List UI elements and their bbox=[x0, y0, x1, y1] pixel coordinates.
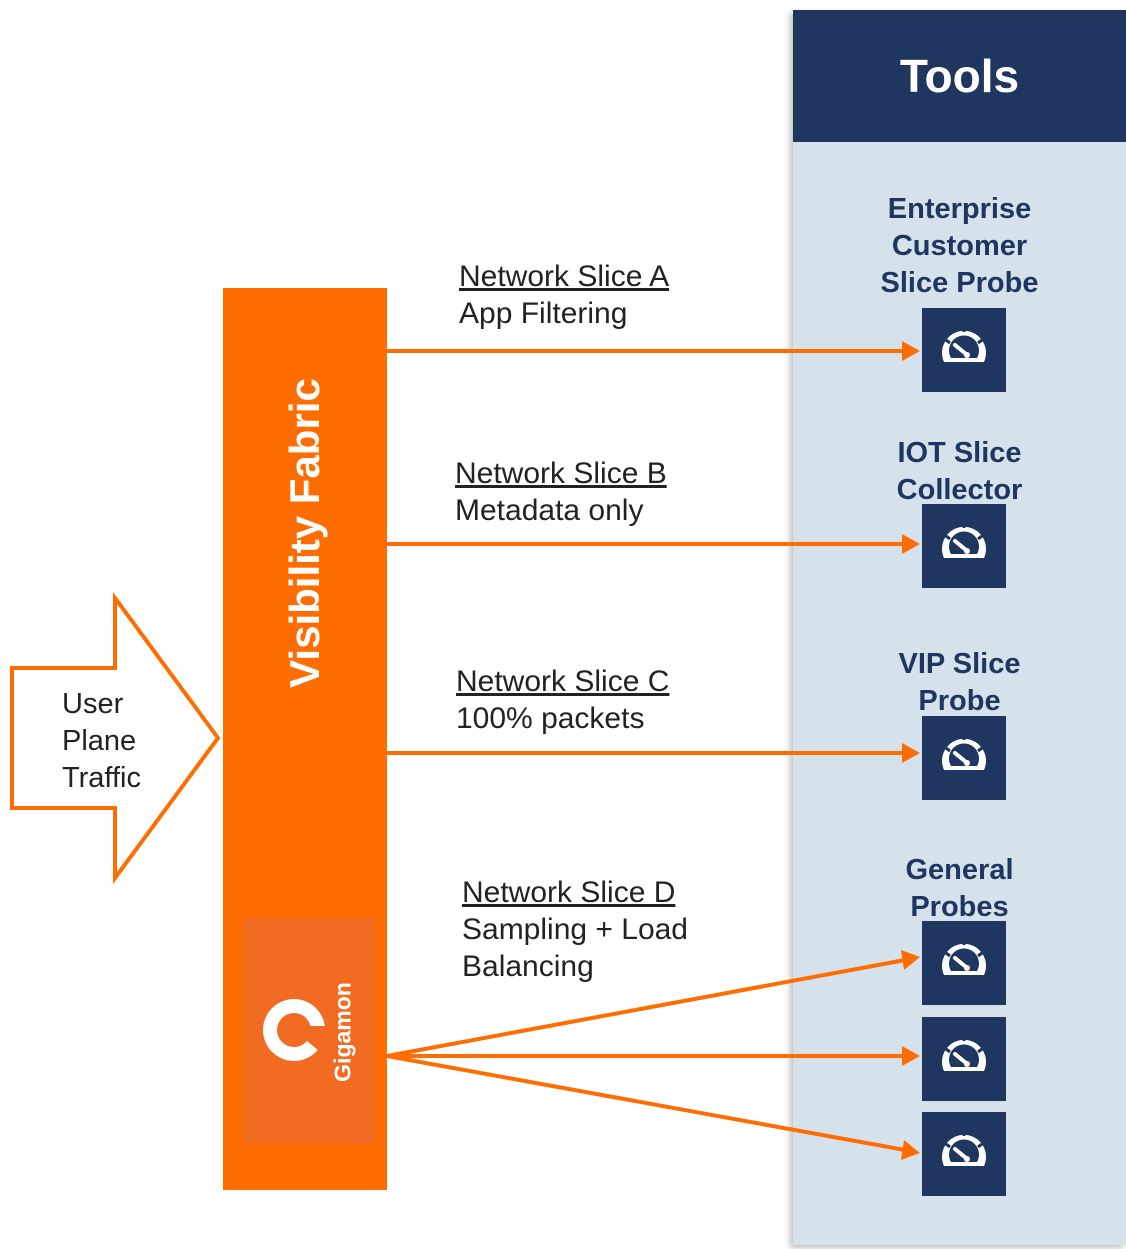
speedometer-icon bbox=[934, 1027, 994, 1092]
probe-iot bbox=[922, 504, 1006, 588]
probe-general-3 bbox=[922, 1112, 1006, 1196]
slice-title-b: Network Slice B bbox=[455, 457, 667, 490]
slice-label-a: Network Slice A App Filtering bbox=[459, 258, 669, 332]
slice-desc-a: App Filtering bbox=[459, 297, 628, 330]
probe-general-2 bbox=[922, 1017, 1006, 1101]
gigamon-logo-icon bbox=[257, 993, 331, 1072]
slice-label-c: Network Slice C 100% packets bbox=[456, 663, 669, 737]
arrowhead-slice-b bbox=[902, 534, 920, 554]
user-plane-traffic-label: User Plane Traffic bbox=[62, 688, 141, 794]
probe-enterprise bbox=[922, 308, 1006, 392]
connector-slice-d-3 bbox=[386, 1054, 906, 1152]
slice-title-c: Network Slice C bbox=[456, 665, 670, 698]
slice-desc-b: Metadata only bbox=[455, 494, 644, 527]
tools-panel: Tools Enterprise Customer Slice Probe IO… bbox=[793, 10, 1126, 1245]
speedometer-icon bbox=[934, 1122, 994, 1187]
probe-vip bbox=[922, 716, 1006, 800]
slice-title-a: Network Slice A bbox=[459, 260, 670, 293]
slice-desc-c: 100% packets bbox=[456, 702, 645, 735]
arrowhead-slice-a bbox=[902, 341, 920, 361]
slice-label-b: Network Slice B Metadata only bbox=[455, 455, 667, 529]
gigamon-logo bbox=[243, 918, 375, 1144]
tool-label-enterprise: Enterprise Customer Slice Probe bbox=[880, 193, 1039, 299]
tool-label-general: General Probes bbox=[905, 854, 1014, 923]
slice-label-d: Network Slice D Sampling + Load Balancin… bbox=[462, 874, 688, 985]
arrowhead-slice-d-3 bbox=[901, 1140, 920, 1160]
arrowhead-slice-d-2 bbox=[902, 1046, 920, 1066]
arrowhead-slice-d-1 bbox=[901, 950, 920, 970]
slice-desc-d: Sampling + Load Balancing bbox=[462, 913, 688, 983]
slice-title-d: Network Slice D bbox=[462, 876, 676, 909]
speedometer-icon bbox=[934, 726, 994, 791]
probe-general-1 bbox=[922, 921, 1006, 1005]
connector-slice-d-1 bbox=[386, 958, 906, 1058]
speedometer-icon bbox=[934, 318, 994, 383]
tool-label-vip: VIP Slice Probe bbox=[898, 648, 1021, 717]
arrowhead-slice-c bbox=[902, 743, 920, 763]
tool-label-iot: IOT Slice Collector bbox=[896, 437, 1023, 506]
tools-header: Tools bbox=[793, 10, 1126, 142]
speedometer-icon bbox=[934, 514, 994, 579]
speedometer-icon bbox=[934, 931, 994, 996]
